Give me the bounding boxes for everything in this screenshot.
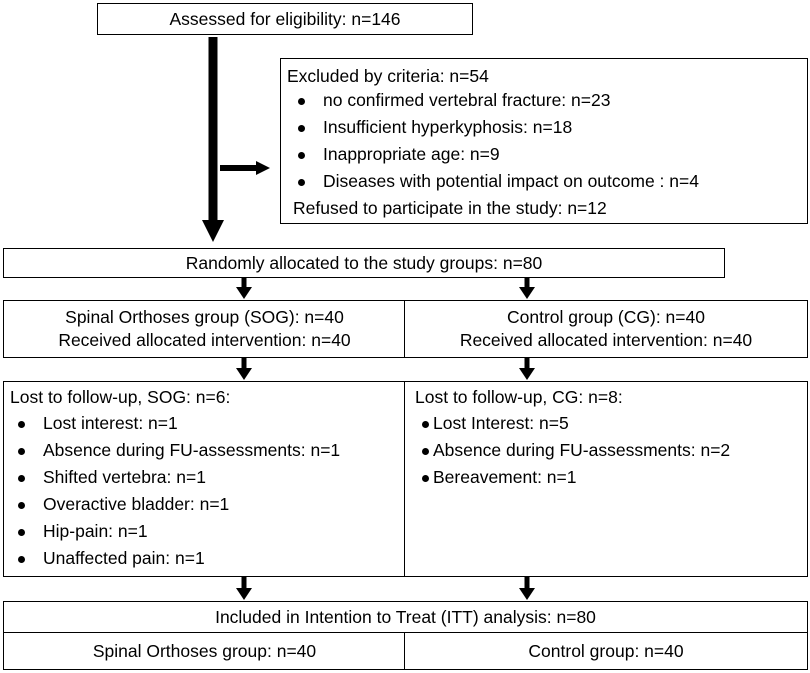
main-arrow-head [202,220,224,242]
bullet-icon [18,421,25,428]
bullet-icon [422,421,429,428]
bullet-icon [18,475,25,482]
itt-box: Included in Intention to Treat (ITT) ana… [3,601,808,634]
lost-sog-item-text: Lost interest: n=1 [43,413,178,433]
bullet-icon [422,475,429,482]
lost-cg-title: Lost to follow-up, CG: n=8: [415,387,623,407]
assessed-box: Assessed for eligibility: n=146 [97,3,473,35]
lost-sog-title: Lost to follow-up, SOG: n=6: [10,387,231,407]
bullet-icon [18,556,25,563]
excluded-item-text: no confirmed vertebral fracture: n=23 [323,90,611,110]
bullet-icon [298,179,305,186]
excluded-item-text: Diseases with potential impact on outcom… [323,171,699,191]
randomization-text: Randomly allocated to the study groups: … [185,252,543,273]
excluded-box: Excluded by criteria: n=54 no confirmed … [280,58,808,224]
bullet-icon [422,448,429,455]
lost-cg-item-text: Absence during FU-assessments: n=2 [433,440,731,460]
arrow-to-lost-sog-head [236,368,252,380]
arrow-to-itt-cg-head [519,588,535,600]
bullet-icon [18,502,25,509]
arrow-to-sog-head [236,287,252,299]
cg-group-title: Control group (CG): n=40 [507,307,705,327]
cg-received-text: Received allocated intervention: n=40 [459,330,753,350]
itt-cg-text: Control group: n=40 [528,640,684,661]
itt-cg-cell: Control group: n=40 [404,632,808,670]
lost-cg-item-text: Bereavement: n=1 [433,467,577,487]
side-arrow-head [256,161,270,175]
sog-group-box: Spinal Orthoses group (SOG): n=40 Receiv… [3,300,406,358]
lost-cg-item-text: Lost Interest: n=5 [433,413,569,433]
lost-sog-item-text: Shifted vertebra: n=1 [43,467,206,487]
lost-sog-item-text: Hip-pain: n=1 [43,521,148,541]
bullet-icon [298,125,305,132]
lost-sog-box: Lost to follow-up, SOG: n=6: Lost intere… [3,381,406,577]
refused-text: Refused to participate in the study: n=1… [293,198,607,218]
lost-sog-item-text: Unaffected pain: n=1 [43,548,205,568]
itt-sog-cell: Spinal Orthoses group: n=40 [3,632,406,670]
bullet-icon [298,98,305,105]
lost-sog-item-text: Absence during FU-assessments: n=1 [43,440,341,460]
bullet-icon [18,448,25,455]
sog-received-text: Received allocated intervention: n=40 [58,330,351,350]
itt-sog-text: Spinal Orthoses group: n=40 [92,640,317,661]
excluded-title: Excluded by criteria: n=54 [287,66,489,86]
sog-group-title: Spinal Orthoses group (SOG): n=40 [65,307,344,327]
arrow-to-lost-cg-head [519,368,535,380]
arrow-to-cg-head [519,287,535,299]
cg-group-box: Control group (CG): n=40 Received alloca… [404,300,808,358]
bullet-icon [298,152,305,159]
excluded-item-text: Inappropriate age: n=9 [323,144,500,164]
excluded-item-text: Insufficient hyperkyphosis: n=18 [323,117,573,137]
arrow-to-itt-sog-head [236,588,252,600]
randomization-box: Randomly allocated to the study groups: … [3,248,725,278]
bullet-icon [18,529,25,536]
lost-cg-box: Lost to follow-up, CG: n=8: Lost Interes… [404,381,808,577]
itt-title: Included in Intention to Treat (ITT) ana… [215,607,596,627]
lost-sog-item-text: Overactive bladder: n=1 [43,494,230,514]
assessed-text: Assessed for eligibility: n=146 [169,8,401,29]
